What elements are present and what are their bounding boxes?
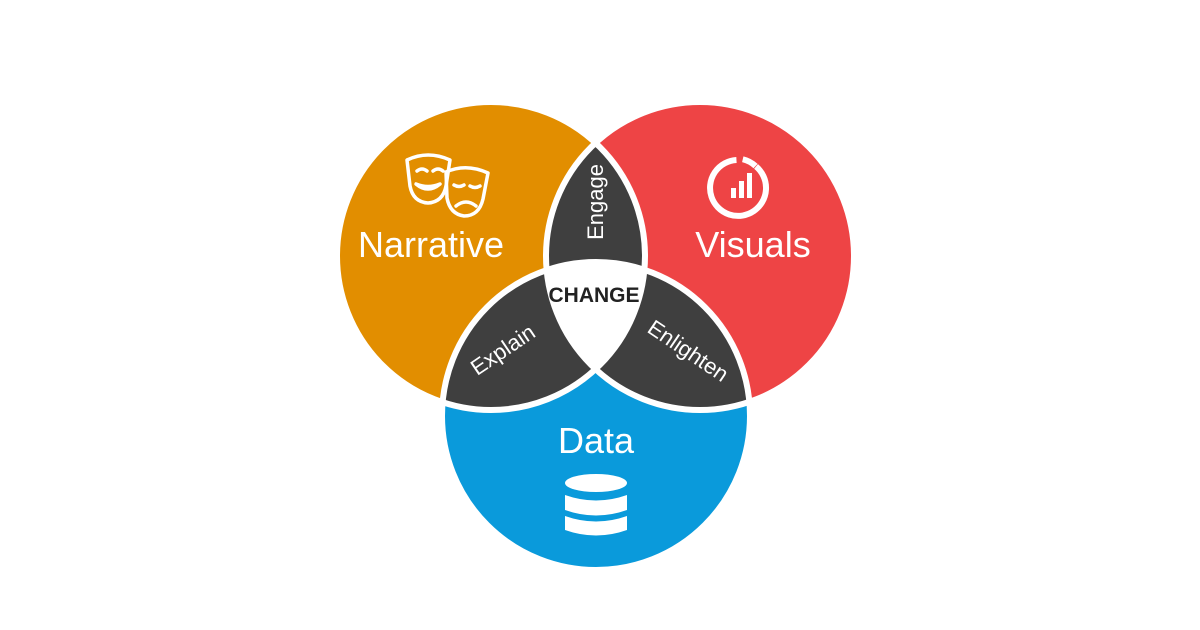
database-icon: [565, 474, 627, 536]
data-label: Data: [558, 420, 635, 461]
chart-dashboard-icon: [707, 156, 770, 219]
visuals-label: Visuals: [695, 224, 810, 265]
data-outline: [439, 259, 753, 573]
explain-lens: [442, 262, 645, 410]
narrative-label: Narrative: [358, 224, 504, 265]
enlighten-lens: [546, 262, 750, 410]
theater-masks-icon: [405, 153, 490, 218]
narrative-outline: [334, 99, 648, 413]
engage-label: Engage: [583, 164, 608, 240]
visuals-outline: [543, 99, 857, 413]
change-label: CHANGE: [548, 284, 639, 307]
